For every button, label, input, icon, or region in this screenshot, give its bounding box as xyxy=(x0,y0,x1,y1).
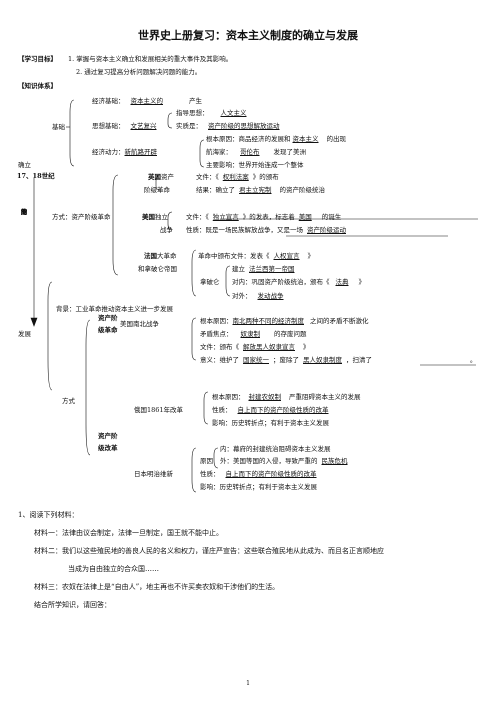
fr-external: 对外：发动战争 xyxy=(232,292,284,300)
napoleon-label: 拿破仑 xyxy=(200,278,220,286)
material-3: 材料三：农奴在法律上是“自由人”，地主再也不许买卖农奴和干涉他们的生活。 xyxy=(34,583,280,591)
develop-way: 方式 xyxy=(62,397,75,405)
fr-establish: 建立法兰西第一帝国 xyxy=(232,265,295,273)
jp-nature: 性质：自上而下的资产阶级性质的改革 xyxy=(200,470,317,478)
system-label: 【知识体系】 xyxy=(18,82,57,90)
reform-label-2: 级改革 xyxy=(98,444,118,452)
uk-doc: 文件：《权利法案》的颁布 xyxy=(196,173,279,181)
jp-external: 外：美国等国的入侵，导致严重的民族危机 xyxy=(220,457,348,465)
us-civil-doc: 文件：颁布《解放黑人奴隶宣言》 xyxy=(200,343,310,351)
uk-label-2: 阶级革命 xyxy=(144,186,170,194)
us-civil-root: 根本原因：南北两种不同的经济制度之间的矛盾不断激化 xyxy=(200,317,369,325)
rev1-label: 资产阶 xyxy=(98,314,118,322)
econ-power: 经济动力：新航路开辟 xyxy=(92,148,157,156)
thought-basis: 思想基础：文艺复兴 xyxy=(92,122,157,130)
fr-doc: 革命中颁布文件：发表《人权宣言》 xyxy=(198,252,314,260)
basis-label: 基础 xyxy=(52,123,65,131)
fr-label-2: 和拿破仑帝国 xyxy=(138,265,177,273)
ru-nature: 性质：自上而下的资产阶级性质的改革 xyxy=(212,406,329,414)
develop-bg: 背景：工业革命推动资本主义进一步发展 xyxy=(56,305,173,313)
fr-internal: 对内：巩固资产阶级统治，颁布《法典》 xyxy=(232,278,365,286)
establish-label: 确立 xyxy=(18,161,31,169)
econ-basis: 经济基础：资本主义的产生 xyxy=(92,97,202,105)
material-1: 材料一：法律由议会制定，法律一旦制定，国王就不能中止。 xyxy=(34,529,223,537)
guide-thought: 指导思想：人文主义 xyxy=(176,109,247,117)
objective-1: 1. 掌握与资本主义确立和发展相关的重大事件及其影响。 xyxy=(68,55,233,63)
us-label-2: 战争 xyxy=(160,226,173,234)
revolution-method: 方式：资产阶级革命 xyxy=(52,213,111,221)
us-nature: 性质：既是一场民族解放战争，又是一场资产阶级运动 xyxy=(186,226,346,234)
us-label: 美国独立 xyxy=(142,213,168,221)
thought-essence: 实质是：资产阶级的思想解放运动 xyxy=(176,122,280,130)
us-civil-period: 。 xyxy=(470,356,477,364)
jp-impact: 影响：历史转折点；有利于资本主义发展 xyxy=(200,483,317,491)
us-civil-meaning: 意义：维护了国家统一；废除了黑人奴隶制度，扫清了 xyxy=(200,356,372,364)
us-civil-focus: 矛盾焦点：奴隶制的存废问题 xyxy=(200,330,307,338)
develop-label: 发展 xyxy=(18,330,31,338)
objectives-label: 【学习目标】 xyxy=(18,55,57,63)
page-title: 世界史上册复习：资本主义制度的确立与发展 xyxy=(138,29,358,42)
era-label: 17、18世纪 xyxy=(17,172,55,180)
uk-result: 结果：确立了君主立宪制的资产阶级统治 xyxy=(196,186,325,194)
material-2a: 材料二：我们以这些殖民地的善良人民的名义和权力，谨庄严宣告：这些联合殖民地从此成… xyxy=(34,547,384,555)
power-root: 根本原因：商品经济的发展和资本主义的出现 xyxy=(206,135,346,143)
jp-internal: 内：幕府的封建统治阻碍资本主义发展 xyxy=(220,445,331,453)
fr-label: 法国大革命 xyxy=(144,252,177,260)
us-doc: 文件：《独立宣言》的发表，标志着美国的诞生 xyxy=(186,213,342,221)
jp-cause: 原因 xyxy=(200,457,213,465)
page-number: 1 xyxy=(246,680,250,687)
us-civil-war: 美国南北战争 xyxy=(120,320,159,328)
objective-2: 2. 通过复习提高分析问题解决问题的能力。 xyxy=(76,68,202,76)
question-1: 1、阅读下列材料： xyxy=(18,511,79,519)
material-2b: 当成为自由独立的合众国…… xyxy=(68,565,159,573)
rev1-label-2: 级革命 xyxy=(98,326,118,334)
question-ask: 结合所学知识，请回答： xyxy=(34,601,111,609)
japan-meiji: 日本明治维新 xyxy=(134,470,173,478)
russia-reform: 俄国1861年改革 xyxy=(134,406,184,414)
power-impact: 主要影响：世界开始连成一个整体 xyxy=(206,161,304,169)
power-sail: 航海家：哥伦布发现了美洲 xyxy=(206,148,306,156)
ru-impact: 影响：历史转折点；有利于资本主义发展 xyxy=(212,419,329,427)
reform-label: 资产阶 xyxy=(98,432,118,440)
uk-label: 英国资产 xyxy=(148,173,174,181)
ru-root: 根本原因：封建农奴制严重阻碍资本主义的发展 xyxy=(212,393,361,401)
